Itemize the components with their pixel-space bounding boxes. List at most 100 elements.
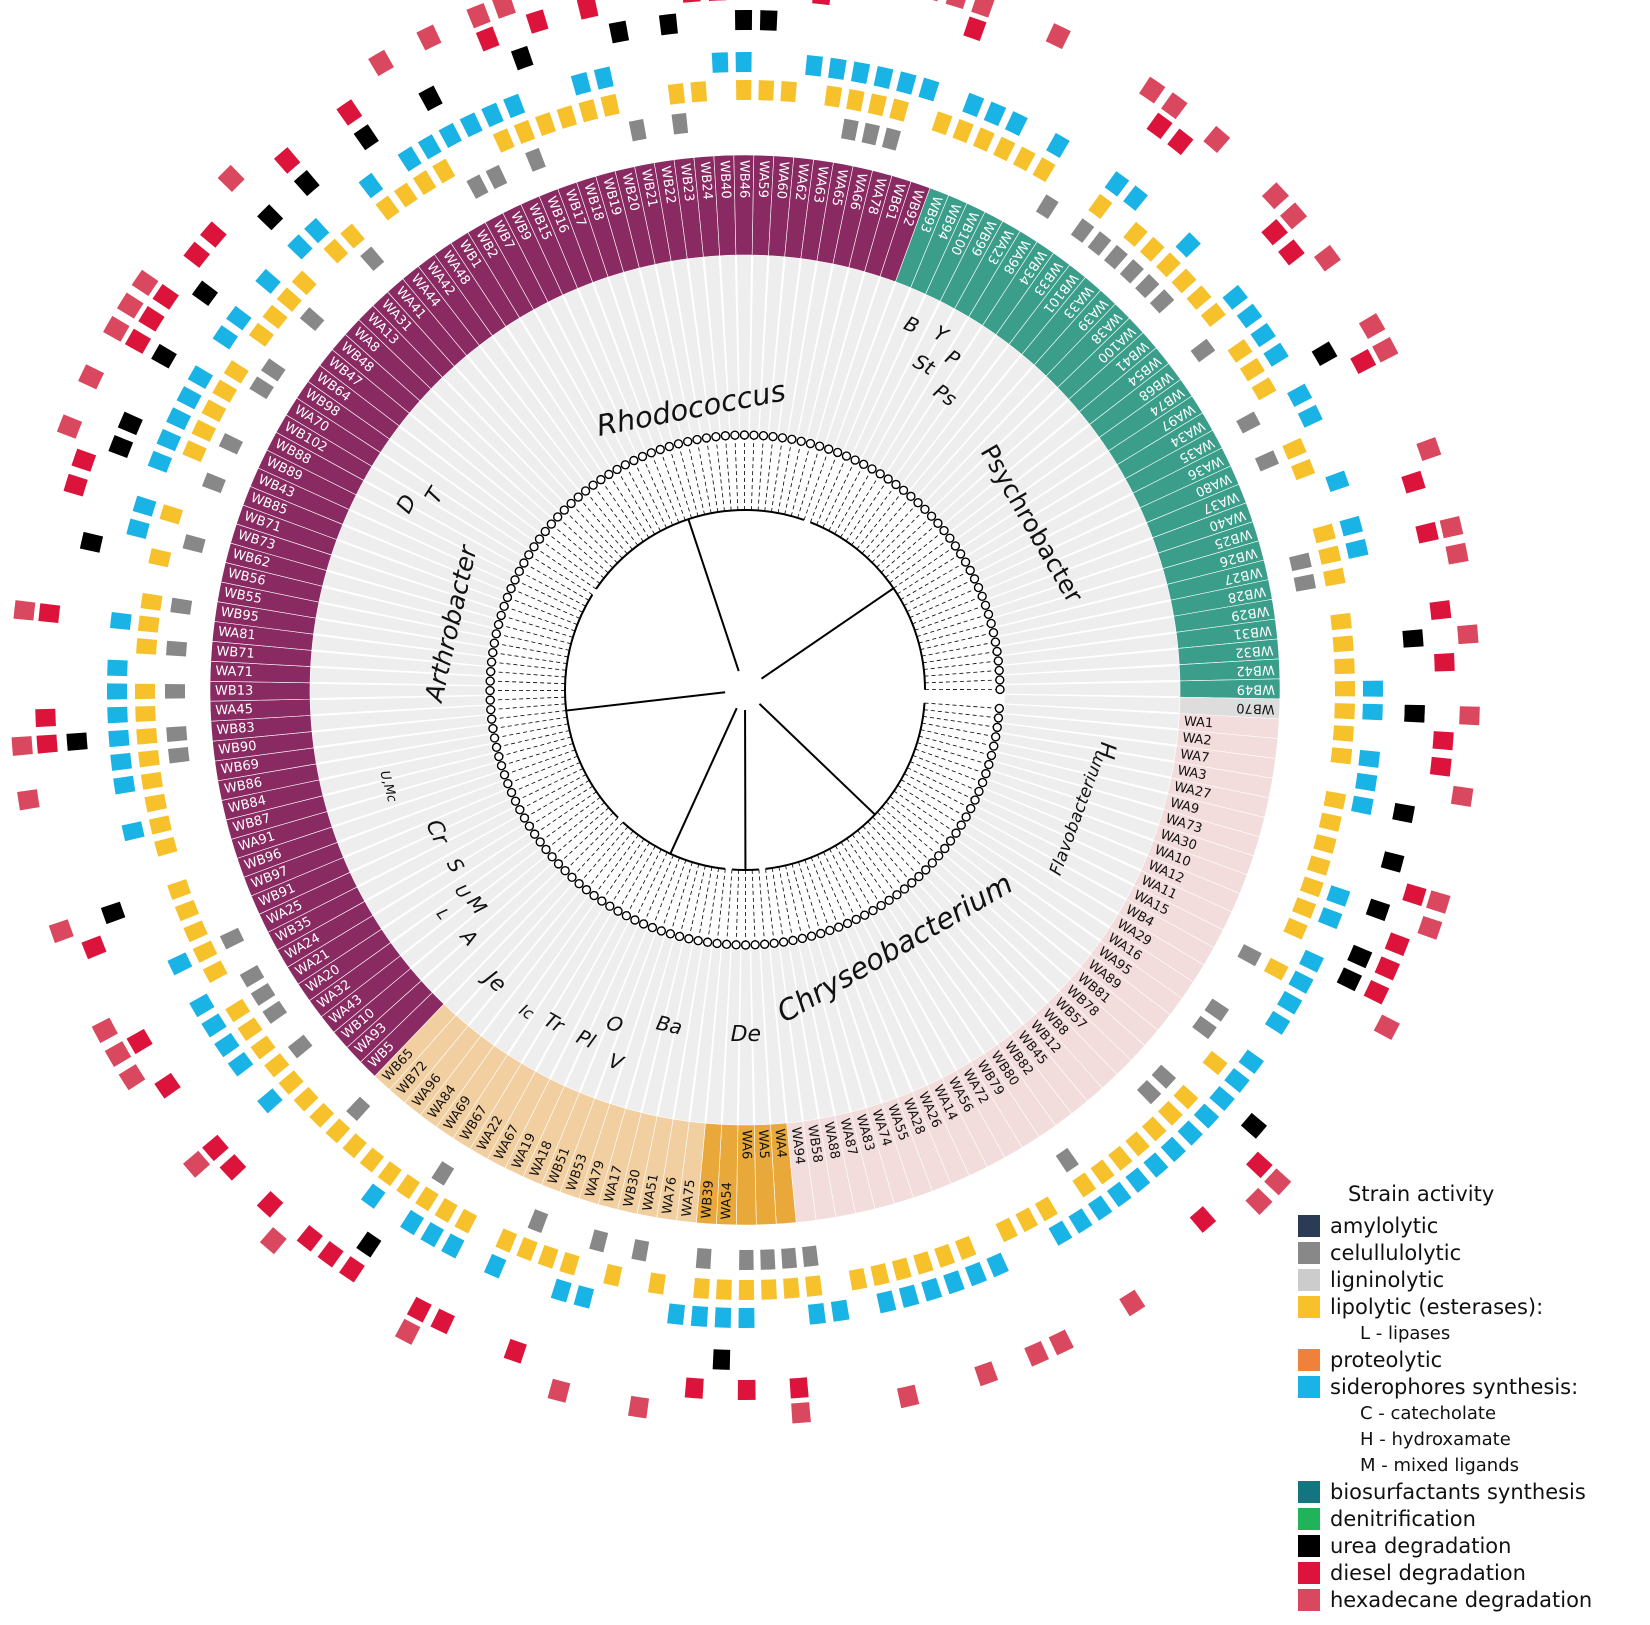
leaf-node: [986, 750, 997, 761]
activity-marker: [1263, 957, 1289, 981]
leaf-node: [955, 549, 966, 559]
leaf-node: [834, 922, 844, 932]
leaf-node: [768, 431, 778, 442]
leaf-branch: [885, 801, 946, 849]
leaf-branch: [551, 807, 610, 858]
activity-marker: [695, 1247, 712, 1269]
leaf-branch: [498, 624, 572, 645]
activity-marker: [503, 1338, 527, 1364]
activity-marker: [1289, 552, 1312, 572]
strain-label: WA75: [679, 1179, 698, 1218]
legend-item: proteolytic: [1298, 1346, 1648, 1373]
activity-marker: [485, 164, 508, 190]
activity-marker: [802, 1245, 819, 1267]
leaf-branch: [523, 562, 590, 601]
leaf-node: [711, 431, 721, 442]
activity-marker: [1384, 932, 1410, 957]
activity-marker: [1416, 437, 1442, 461]
leaf-node: [974, 786, 984, 797]
leaf-branch: [503, 605, 576, 632]
activity-marker: [183, 241, 211, 268]
activity-marker: [63, 473, 88, 497]
leaf-background: [997, 743, 1171, 793]
leaf-background: [316, 603, 491, 647]
activity-marker: [589, 1229, 609, 1253]
leaf-node: [977, 591, 987, 602]
leaf-node: [486, 714, 497, 724]
activity-marker: [667, 83, 686, 105]
leaf-node: [489, 638, 500, 648]
activity-marker: [113, 775, 136, 795]
strain-label: WA59: [755, 160, 771, 198]
activity-marker: [1358, 313, 1386, 340]
leaf-background: [939, 855, 1080, 979]
activity-marker: [1119, 1289, 1146, 1317]
leaf-node: [612, 464, 622, 475]
activity-marker: [1457, 624, 1479, 645]
leaf-node: [730, 430, 740, 440]
legend-item: siderophores synthesis:: [1298, 1373, 1648, 1400]
legend-swatch: [1298, 1561, 1320, 1584]
activity-marker: [166, 726, 188, 742]
activity-marker: [218, 432, 243, 455]
strain-label: WB71: [216, 644, 255, 662]
leaf-node: [951, 828, 961, 838]
leaf-branch: [715, 436, 725, 512]
activity-marker: [983, 101, 1007, 127]
leaf-node: [515, 804, 525, 815]
activity-marker: [1426, 890, 1451, 914]
legend-item: celullulolytic: [1298, 1239, 1648, 1266]
legend-label: siderophores synthesis:: [1330, 1374, 1579, 1399]
activity-marker: [1292, 897, 1317, 919]
activity-marker: [1136, 1079, 1162, 1105]
activity-marker: [126, 1028, 153, 1055]
leaf-branch: [829, 848, 866, 916]
leaf-background: [314, 725, 489, 763]
leaf-background: [327, 556, 498, 618]
leaf-branch: [857, 830, 905, 890]
leaf-background: [999, 733, 1174, 777]
activity-marker: [1254, 450, 1280, 472]
leaf-background: [322, 571, 495, 628]
leaf-branch: [507, 597, 578, 625]
activity-marker: [219, 1154, 247, 1181]
activity-marker: [1334, 658, 1355, 675]
activity-marker: [972, 127, 995, 152]
activity-marker: [1192, 1015, 1217, 1040]
activity-marker: [738, 1279, 755, 1300]
leaf-branch: [652, 857, 681, 928]
legend-item: biosurfactants synthesis: [1298, 1478, 1648, 1505]
leaf-background: [356, 481, 517, 573]
activity-marker: [287, 234, 313, 260]
leaf-node: [740, 940, 751, 950]
activity-marker: [516, 1236, 538, 1262]
strain-label: WB39: [699, 1180, 717, 1219]
leaf-node: [720, 431, 731, 441]
strain-label: WB13: [215, 684, 253, 699]
leaf-branch: [734, 435, 739, 511]
leaf-background: [310, 705, 487, 731]
activity-marker: [881, 127, 901, 151]
leaf-branch: [917, 742, 989, 765]
activity-marker: [441, 1233, 465, 1259]
leaf-background: [826, 276, 895, 446]
leaf-background: [946, 848, 1091, 966]
leaf-node: [580, 486, 591, 496]
leaf-branch: [496, 730, 570, 748]
leaf-background: [357, 808, 518, 901]
leaf-branch: [707, 867, 719, 943]
leaf-node: [489, 733, 500, 743]
activity-marker: [250, 983, 276, 1006]
activity-marker: [200, 221, 227, 248]
leaf-branch: [624, 464, 661, 532]
leaf-branch: [697, 866, 713, 941]
leaf-background: [972, 479, 1133, 572]
activity-marker: [1045, 23, 1071, 50]
activity-marker: [1034, 1196, 1058, 1222]
leaf-node: [496, 610, 506, 621]
leaf-background: [722, 949, 741, 1125]
activity-marker: [132, 495, 157, 517]
leaf-background: [323, 753, 496, 811]
leaf-node: [970, 795, 980, 805]
branch: [687, 518, 740, 672]
